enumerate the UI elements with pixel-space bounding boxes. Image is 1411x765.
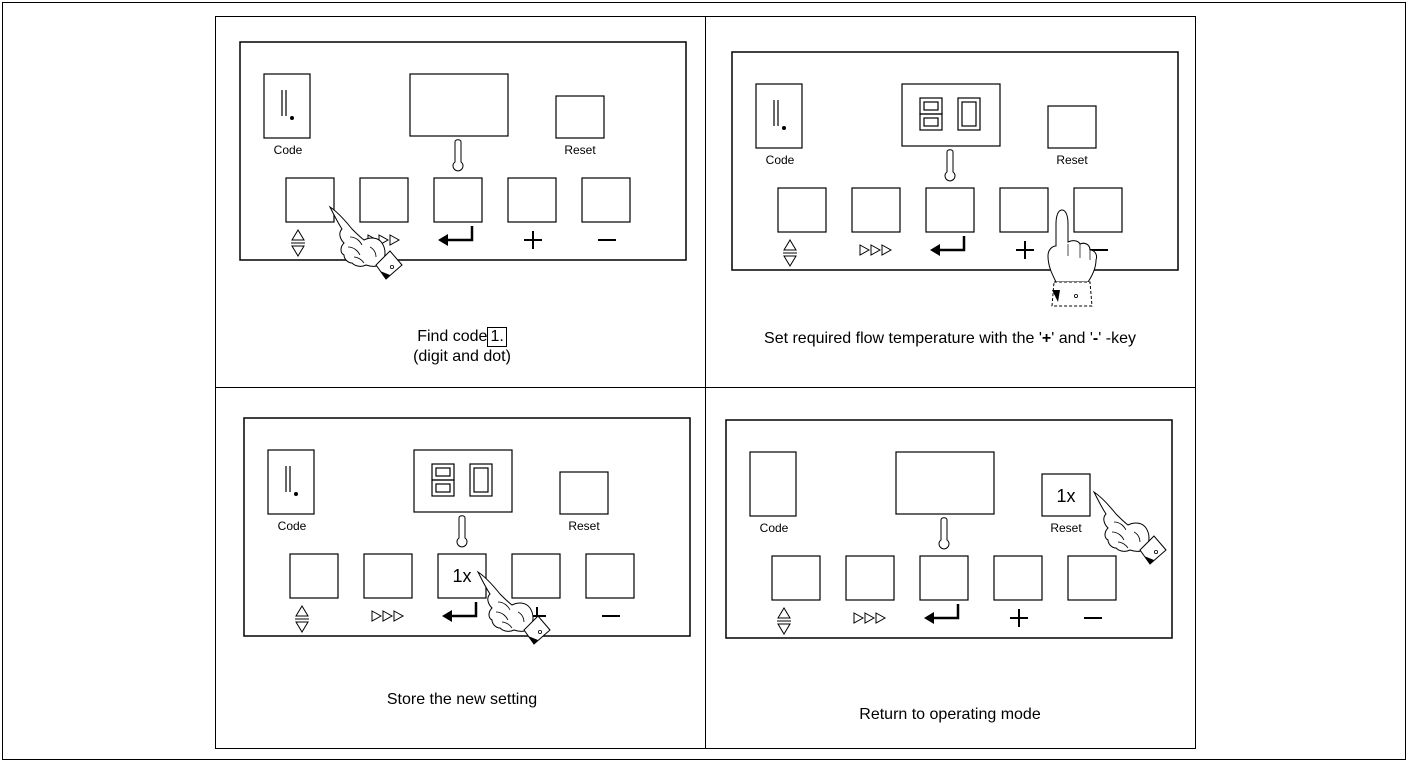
temperature-display (895, 451, 995, 515)
code-display (755, 83, 803, 149)
enter-key-button[interactable] (925, 187, 975, 233)
arrows-key-button[interactable] (771, 555, 821, 601)
plus-icon (1010, 609, 1028, 627)
panel-set-temperature: Code Reset (731, 51, 1179, 307)
reset-label: Reset (1050, 521, 1082, 535)
arrows-key-button[interactable] (289, 553, 339, 599)
caption-step4-text: Return to operating mode (859, 706, 1041, 723)
digit-dot (294, 492, 298, 496)
reset-label: Reset (564, 143, 596, 157)
enter-key-button[interactable] (433, 177, 483, 223)
temperature-display (901, 83, 1001, 147)
reset-button[interactable] (1047, 105, 1097, 149)
minus-key-button[interactable] (1067, 555, 1117, 601)
code-label: Code (278, 519, 307, 533)
caption-step1-subtext: (digit and dot) (413, 348, 511, 365)
enter-key-button[interactable] (437, 553, 487, 599)
thermometer-icon (938, 517, 950, 550)
digit-zero-inner (473, 467, 489, 493)
code-display (749, 451, 797, 517)
panel-store-setting: Code Reset 1x (243, 417, 691, 645)
reset-button[interactable] (555, 95, 605, 139)
code-label: Code (760, 521, 789, 535)
caption-step3-text: Store the new setting (386, 691, 538, 708)
grid-divider-vertical (705, 16, 706, 749)
digit-eight-inner (435, 483, 451, 493)
press-once-label: 1x (452, 566, 471, 586)
next-key-button[interactable] (845, 555, 895, 601)
code-value-box: 1. (487, 327, 507, 347)
digit-dot (290, 116, 294, 120)
next-key-button[interactable] (363, 553, 413, 599)
digit-eight-inner (923, 101, 939, 111)
plus-icon (524, 231, 542, 249)
next-key-button[interactable] (359, 177, 409, 223)
digit-eight-bottom (431, 479, 455, 497)
minus-key-button[interactable] (1073, 187, 1123, 233)
digit-dot (782, 126, 786, 130)
next-key-button[interactable] (851, 187, 901, 233)
code-label: Code (766, 153, 795, 167)
caption-step2-plus: + (1041, 330, 1052, 347)
caption-step2-prefix: Set required flow temperature with the ' (764, 330, 1042, 347)
digit-zero-outer (957, 97, 981, 131)
reset-label: Reset (568, 519, 600, 533)
digit-eight-bottom (919, 113, 943, 131)
digit-zero-inner (961, 101, 977, 127)
thermometer-icon (944, 149, 956, 182)
press-once-label: 1x (1056, 486, 1075, 506)
caption-step2-suffix: ' -key (1098, 330, 1136, 347)
caption-step2-minus: - (1092, 330, 1099, 347)
caption-step2-middle: ' and ' (1051, 330, 1093, 347)
thermometer-icon (456, 515, 468, 548)
temperature-display (409, 73, 509, 137)
reset-label: Reset (1056, 153, 1088, 167)
digit-eight-inner (435, 467, 451, 477)
reset-button[interactable] (559, 471, 609, 515)
arrows-key-button[interactable] (285, 177, 335, 223)
caption-step4: Return to operating mode (706, 705, 1194, 725)
grid-divider-horizontal (215, 387, 1196, 388)
minus-key-button[interactable] (585, 553, 635, 599)
code-display (267, 449, 315, 515)
code-display (263, 73, 311, 139)
minus-key-button[interactable] (581, 177, 631, 223)
thermometer-icon (452, 139, 464, 172)
plus-icon (1016, 241, 1034, 259)
plus-key-button[interactable] (511, 553, 561, 599)
caption-step1-text: Find code (417, 328, 488, 345)
caption-step2: Set required flow temperature with the '… (706, 329, 1194, 349)
arrows-key-button[interactable] (777, 187, 827, 233)
plus-key-button[interactable] (999, 187, 1049, 233)
digit-zero-outer (469, 463, 493, 497)
plus-key-button[interactable] (507, 177, 557, 223)
digit-eight-inner (923, 117, 939, 127)
caption-step3: Store the new setting (232, 690, 692, 710)
temperature-display (413, 449, 513, 513)
plus-key-button[interactable] (993, 555, 1043, 601)
panel-return-operating: Code Reset 1x (725, 419, 1173, 639)
reset-button[interactable] (1041, 473, 1091, 517)
enter-key-button[interactable] (919, 555, 969, 601)
panel-find-code: Code Reset (239, 41, 687, 280)
code-label: Code (274, 143, 303, 157)
